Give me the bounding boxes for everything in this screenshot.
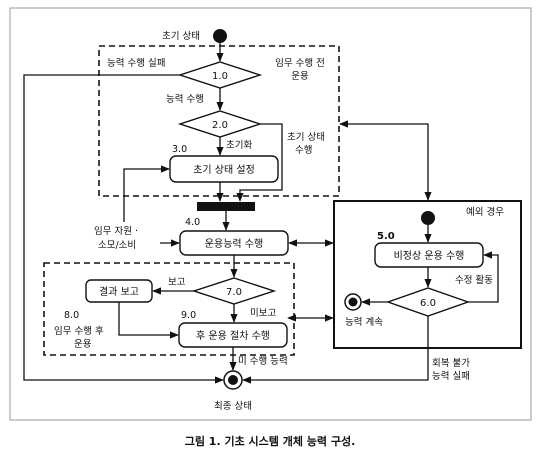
decision-7-label: 7.0: [226, 287, 242, 298]
decision-2-label: 2.0: [212, 120, 228, 131]
initial-node: [213, 29, 227, 43]
step-5-label: 비정상 운용 수행: [394, 250, 465, 262]
label-post-mission-1: 임무 수행 후: [54, 325, 104, 337]
step-4-number: 4.0: [185, 217, 200, 228]
final-node-inner: [228, 375, 238, 385]
step-3-number: 3.0: [172, 144, 187, 155]
label-exception-region: 예외 경우: [466, 206, 504, 218]
exception-final-node-inner: [348, 297, 358, 307]
label-resource-2: 소모/소비: [98, 240, 136, 251]
flow-lines: [23, 43, 499, 384]
label-initial-state-1: 초기 상태: [287, 132, 325, 143]
figure-caption: 그림 1. 기초 시스템 개체 능력 구성.: [185, 434, 356, 448]
step-3-label: 초기 상태 설정: [193, 164, 255, 176]
label-pre-mission-line1: 임무 수행 전: [275, 57, 325, 69]
step-4-label: 운용능력 수행: [205, 238, 263, 250]
initial-state-label: 초기 상태: [162, 31, 200, 42]
label-unrecoverable-1: 회복 불가: [432, 358, 470, 369]
step-8-number: 8.0: [64, 310, 79, 321]
decision-6-label: 6.0: [420, 298, 436, 309]
label-initial-state-2: 수행: [295, 144, 312, 156]
label-unperformed: 미 수행 능력: [238, 355, 288, 367]
fork-bar: [197, 202, 255, 211]
outer-frame: [9, 7, 532, 421]
post-mission-region: [43, 262, 295, 356]
final-state-label: 최종 상태: [214, 401, 252, 412]
label-continue-capability: 능력 계속: [345, 316, 383, 328]
step-5-number: 5.0: [377, 231, 395, 242]
label-initialize: 초기화: [226, 140, 252, 151]
label-fix-activity: 수정 활동: [455, 274, 493, 286]
step-3-box: [169, 155, 279, 183]
step-8-label: 결과 보고: [99, 286, 139, 298]
label-capability-perform: 능력 수행: [166, 93, 204, 105]
label-post-mission-2: 운용: [74, 339, 92, 350]
exception-initial-node: [421, 211, 435, 225]
step-5-box: [374, 242, 484, 268]
step-9-label: 후 운용 절차 수행: [196, 329, 270, 342]
label-no-report: 미보고: [250, 308, 276, 319]
label-report: 보고: [168, 277, 186, 288]
label-pre-mission-line2: 운용: [291, 71, 309, 82]
step-9-number: 9.0: [181, 310, 196, 321]
label-capability-fail: 능력 수행 실패: [107, 57, 165, 69]
label-unrecoverable-2: 능력 실패: [432, 370, 470, 382]
label-resource-1: 임무 자원 ·: [94, 225, 138, 237]
decision-1-label: 1.0: [212, 71, 228, 82]
